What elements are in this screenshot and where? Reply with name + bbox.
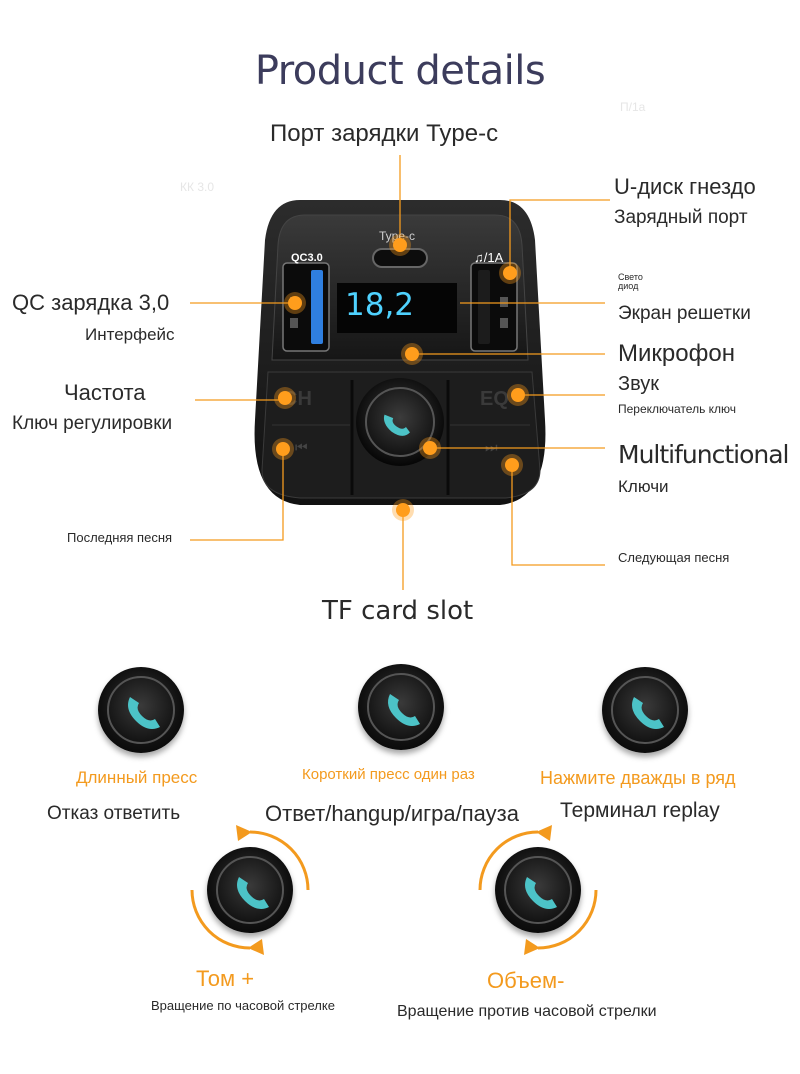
udisk-callout-line2: Зарядный порт bbox=[614, 207, 748, 228]
qc-callout-line2: Интерфейс bbox=[85, 325, 175, 344]
short-press-button-illustration bbox=[358, 664, 444, 750]
qc-callout-line1: QC зарядка 3,0 bbox=[12, 290, 170, 315]
car-charger-illustration: ⏮ ⏭ bbox=[190, 155, 610, 590]
prev-dot bbox=[276, 442, 290, 456]
typec-callout: Порт зарядки Type-c bbox=[270, 120, 499, 147]
faint-label-top-right: П/1а bbox=[620, 100, 646, 114]
multi-callout-line2: Ключи bbox=[618, 477, 669, 496]
phone-icon bbox=[237, 877, 269, 909]
typec-dot bbox=[393, 238, 407, 252]
freq-callout-line1: Частота bbox=[64, 380, 146, 405]
page-title: Product details bbox=[254, 48, 546, 94]
udisk-callout-line1: U-диск гнездо bbox=[614, 174, 756, 199]
clockwise-arrow-icon bbox=[190, 825, 310, 955]
screen-readout: 18,2 bbox=[345, 287, 415, 323]
long-press-label: Длинный пресс bbox=[76, 768, 198, 787]
phone-icon bbox=[525, 877, 557, 909]
counterclockwise-arrow-icon bbox=[478, 825, 598, 955]
screen-callout: Экран решетки bbox=[618, 303, 751, 324]
tf-slot-callout: TF card slot bbox=[322, 596, 474, 626]
phone-icon bbox=[632, 697, 664, 729]
double-press-button-illustration bbox=[602, 667, 688, 753]
tf-dot bbox=[396, 503, 410, 517]
knob-dot bbox=[423, 441, 437, 455]
volume-down-desc: Вращение против часовой стрелки bbox=[397, 1003, 657, 1020]
multi-callout-line1: Multifunctional bbox=[618, 440, 789, 469]
udisk-dot bbox=[503, 266, 517, 280]
short-press-label: Короткий пресс один раз bbox=[302, 766, 475, 783]
next-song-callout: Следующая песня bbox=[618, 550, 730, 565]
freq-callout-line2: Ключ регулировки bbox=[12, 413, 173, 434]
led-callout: Свето диод bbox=[618, 272, 643, 291]
double-press-label: Нажмите дважды в ряд bbox=[540, 768, 736, 788]
rotate-counterclockwise-knob-illustration bbox=[495, 847, 581, 933]
faint-label-top-left: КК 3.0 bbox=[180, 180, 214, 194]
next-dot bbox=[505, 458, 519, 472]
volume-up-label: Том + bbox=[196, 966, 255, 991]
phone-icon bbox=[388, 694, 420, 726]
qc-port-label: QC3.0 bbox=[291, 252, 323, 264]
sound-callout-line1: Звук bbox=[618, 373, 660, 395]
svg-text:⏮: ⏮ bbox=[295, 440, 308, 456]
volume-down-label: Объем- bbox=[487, 968, 565, 993]
phone-icon bbox=[128, 697, 160, 729]
eq-dot bbox=[511, 388, 525, 402]
long-press-button-illustration bbox=[98, 667, 184, 753]
long-press-desc: Отказ ответить bbox=[47, 803, 181, 824]
rotate-clockwise-knob-illustration bbox=[207, 847, 293, 933]
ch-dot bbox=[278, 391, 292, 405]
mic-callout: Микрофон bbox=[618, 340, 735, 367]
usb-port-label: ♫/1A bbox=[474, 250, 504, 265]
mic-dot bbox=[405, 347, 419, 361]
last-song-callout: Последняя песня bbox=[67, 530, 173, 545]
typec-port-label: Type-c bbox=[379, 229, 416, 243]
double-press-desc: Терминал replay bbox=[560, 799, 720, 822]
eq-key-label: EQ bbox=[480, 388, 509, 410]
volume-up-desc: Вращение по часовой стрелке bbox=[151, 998, 335, 1013]
short-press-desc: Ответ/hangup/игра/пауза bbox=[265, 801, 519, 826]
sound-callout-line2: Переключатель ключ bbox=[618, 402, 737, 416]
qc-dot bbox=[288, 296, 302, 310]
